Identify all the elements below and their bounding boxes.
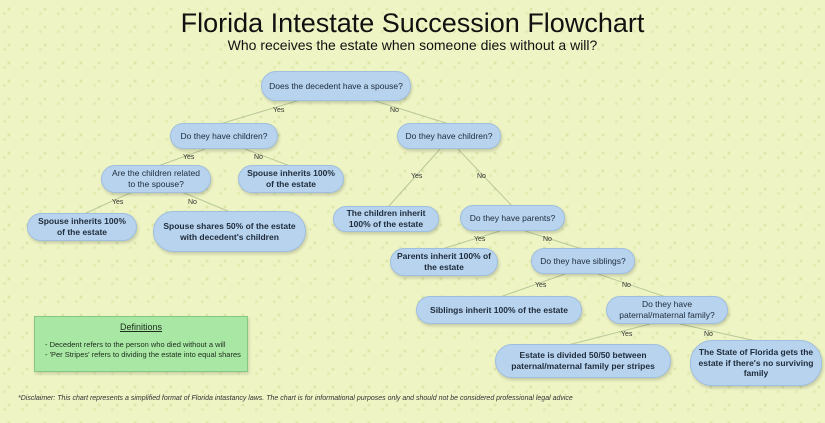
page-subtitle: Who receives the estate when someone die… bbox=[227, 37, 598, 53]
edge-children-spouse-yes bbox=[157, 148, 206, 167]
edge-label-no: No bbox=[390, 107, 399, 114]
edge-label-yes: Yes bbox=[183, 154, 195, 161]
edge-family-no bbox=[679, 323, 757, 342]
edge-label-yes: Yes bbox=[273, 107, 285, 114]
edge-label-yes: Yes bbox=[535, 282, 547, 289]
edge-label-no: No bbox=[188, 199, 197, 206]
edge-label-no: No bbox=[477, 173, 486, 180]
edge-spouse-yes bbox=[219, 99, 301, 125]
page-title: Florida Intestate Succession Flowchart bbox=[180, 8, 645, 38]
node-spouse-shares-half: Spouse shares 50% of the estate with dec… bbox=[153, 211, 306, 252]
node-parents-question: Do they have parents? bbox=[460, 205, 565, 231]
definition-item: - 'Per Stripes' refers to dividing the e… bbox=[45, 350, 241, 360]
edge-label-yes: Yes bbox=[474, 236, 486, 243]
node-children-inherit-all: The children inherit 100% of the estate bbox=[333, 206, 439, 232]
node-estate-divided-evenly: Estate is divided 50/50 between paternal… bbox=[495, 344, 671, 378]
edge-family-yes bbox=[567, 323, 651, 346]
edge-label-no: No bbox=[622, 282, 631, 289]
definitions-title: Definitions bbox=[119, 322, 163, 332]
node-children-related-question: Are the children related to the spouse? bbox=[101, 165, 211, 193]
node-state-gets-estate: The State of Florida gets the estate if … bbox=[690, 340, 822, 386]
node-spouse-inherits-all-no-children: Spouse inherits 100% of the estate bbox=[238, 165, 344, 193]
node-children-question-spouse: Do they have children? bbox=[170, 123, 278, 149]
edge-label-yes: Yes bbox=[411, 173, 423, 180]
edge-label-yes: Yes bbox=[112, 199, 124, 206]
edge-label-no: No bbox=[254, 154, 263, 161]
node-spouse-inherits-all-related: Spouse inherits 100% of the estate bbox=[27, 213, 137, 241]
definition-item: - Decedent refers to the person who died… bbox=[45, 340, 226, 349]
node-paternal-maternal-question: Do they have paternal/maternal family? bbox=[606, 296, 728, 324]
edge-siblings-yes bbox=[499, 273, 566, 298]
edge-label-no: No bbox=[543, 236, 552, 243]
edge-label-yes: Yes bbox=[621, 331, 633, 338]
edge-parents-no bbox=[524, 230, 583, 250]
disclaimer-text: *Disclaimer: This chart represents a sim… bbox=[18, 395, 573, 402]
node-siblings-question: Do they have siblings? bbox=[531, 248, 635, 274]
edge-siblings-no bbox=[597, 273, 667, 298]
node-parents-inherit-all: Parents inherit 100% of the estate bbox=[390, 248, 498, 276]
edge-children-spouse-no bbox=[244, 148, 291, 167]
edge-label-no: No bbox=[704, 331, 713, 338]
node-decedent-spouse-question: Does the decedent have a spouse? bbox=[261, 71, 411, 101]
edge-children-nospouse-no bbox=[457, 148, 513, 207]
definitions-box: Definitions - Decedent refers to the per… bbox=[34, 316, 248, 372]
edge-related-yes bbox=[83, 191, 133, 215]
edge-spouse-no bbox=[371, 99, 450, 125]
edge-parents-yes bbox=[441, 230, 501, 250]
node-children-question-no-spouse: Do they have children? bbox=[397, 123, 501, 149]
edge-children-nospouse-yes bbox=[387, 148, 441, 208]
node-siblings-inherit-all: Siblings inherit 100% of the estate bbox=[416, 296, 582, 324]
definitions-list: - Decedent refers to the person who died… bbox=[45, 340, 247, 360]
edge-related-no bbox=[181, 191, 231, 213]
